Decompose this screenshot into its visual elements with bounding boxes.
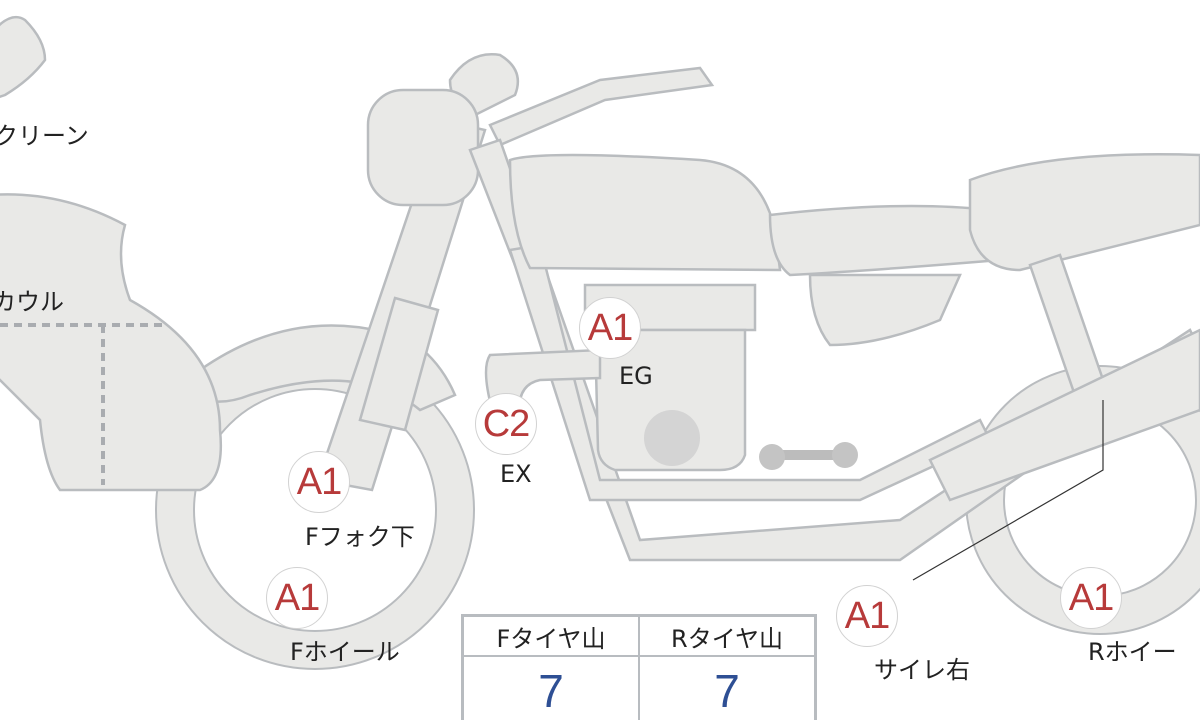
rear-tread-header: Rタイヤ山 bbox=[638, 614, 817, 657]
grade-badge-rear-wheel[interactable]: A1 bbox=[1060, 567, 1122, 629]
screen-shape bbox=[0, 15, 47, 98]
front-tread-header: Fタイヤ山 bbox=[461, 614, 640, 657]
grade-badge-exhaust[interactable]: C2 bbox=[475, 393, 537, 455]
label-engine: EG bbox=[619, 362, 653, 390]
cowl-shape bbox=[0, 193, 222, 492]
label-cowl: カウル bbox=[0, 288, 64, 316]
label-rear-wheel: Rホイー bbox=[1088, 638, 1177, 666]
label-front-fork-lower: Fフォク下 bbox=[305, 523, 415, 551]
label-exhaust: EX bbox=[500, 460, 532, 488]
label-screen: クリーン bbox=[0, 122, 89, 150]
label-silencer-right: サイレ右 bbox=[874, 656, 970, 684]
front-tread-value: 7 bbox=[461, 655, 640, 720]
grade-badge-engine[interactable]: A1 bbox=[579, 297, 641, 359]
label-front-wheel: Fホイール bbox=[290, 638, 400, 666]
rear-tread-value: 7 bbox=[638, 655, 817, 720]
grade-badge-front-fork-lower[interactable]: A1 bbox=[288, 451, 350, 513]
tire-tread-table: Fタイヤ山 Rタイヤ山 7 7 bbox=[461, 614, 817, 720]
grade-badge-front-wheel[interactable]: A1 bbox=[266, 567, 328, 629]
grade-badge-silencer-right[interactable]: A1 bbox=[836, 585, 898, 647]
